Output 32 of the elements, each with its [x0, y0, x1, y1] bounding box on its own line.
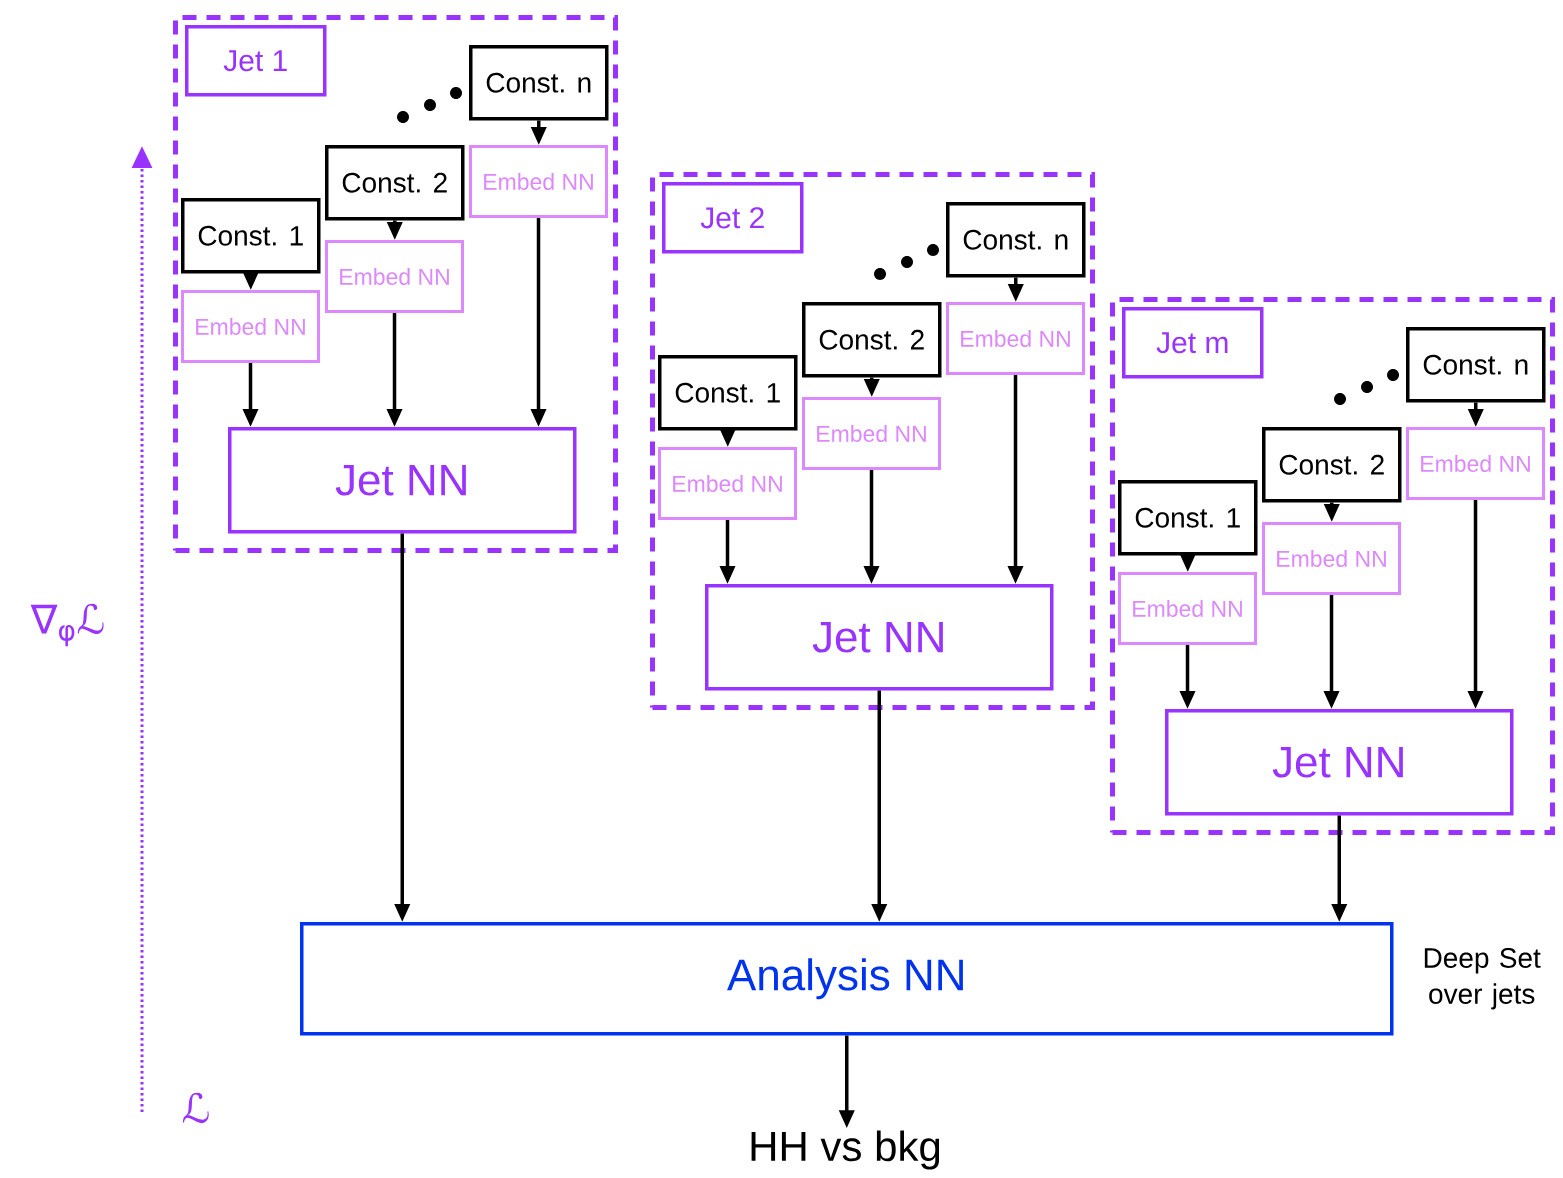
embed-box: Embed NN [325, 240, 464, 313]
network-box: Jet NN [705, 584, 1054, 691]
embed-box: Embed NN [181, 290, 320, 363]
side-note: Deep Set over jets [1424, 948, 1541, 1010]
jet-label-box: Jet 1 [185, 25, 327, 97]
constituent-box: Const. 2 [325, 145, 465, 221]
embed-box: Embed NN [802, 397, 941, 470]
axis-label: ℒ [182, 1092, 209, 1124]
embed-box: Embed NN [1406, 427, 1545, 500]
network-box: Analysis NN [300, 922, 1394, 1036]
embed-box: Embed NN [658, 447, 797, 520]
constituent-box: Const. 1 [1118, 480, 1258, 556]
embed-box: Embed NN [1118, 572, 1257, 645]
constituent-box: Const. 1 [181, 198, 321, 274]
jet-label-box: Jet m [1122, 307, 1264, 379]
constituent-box: Const. n [469, 45, 609, 121]
network-box: Jet NN [1165, 709, 1514, 816]
dashed-panel [173, 15, 618, 553]
embed-box: Embed NN [946, 302, 1085, 375]
constituent-box: Const. n [1406, 327, 1546, 403]
dashed-panel [650, 172, 1095, 710]
constituent-box: Const. 2 [802, 302, 942, 378]
constituent-box: Const. 2 [1262, 427, 1402, 503]
output-text: HH vs bkg [751, 1130, 940, 1170]
constituent-box: Const. 1 [658, 355, 798, 431]
embed-box: Embed NN [1262, 522, 1401, 595]
axis-label: ∇$_{φ}$ℒ [30, 603, 104, 647]
jet-label-box: Jet 2 [662, 182, 804, 254]
network-box: Jet NN [228, 427, 577, 534]
constituent-box: Const. n [946, 202, 1086, 278]
embed-box: Embed NN [469, 145, 608, 218]
dashed-panel [1110, 297, 1555, 835]
